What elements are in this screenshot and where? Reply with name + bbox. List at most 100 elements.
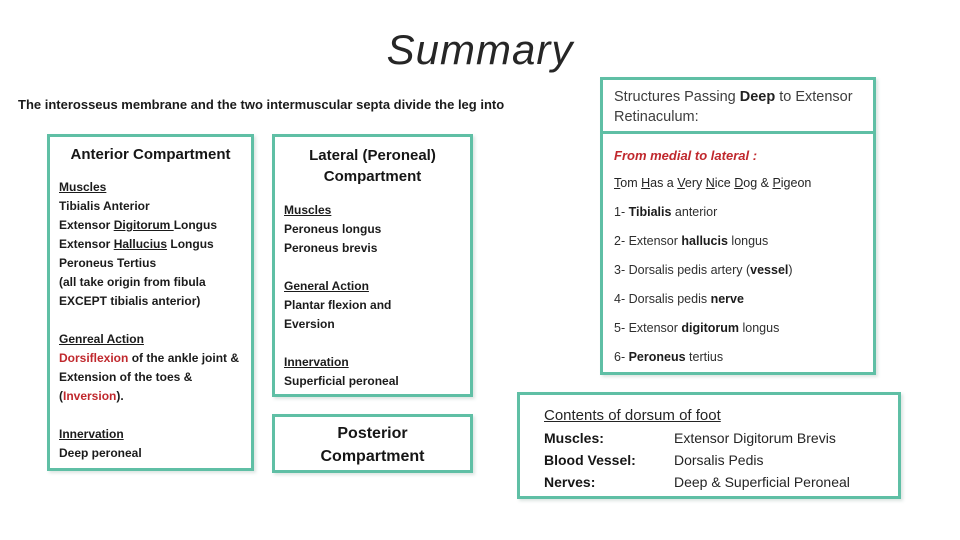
- dorsiflexion-term: Dorsiflexion: [59, 351, 129, 365]
- mnemonic-seg: H: [641, 176, 651, 190]
- anterior-compartment-box: Anterior Compartment Muscles Tibialis An…: [47, 134, 254, 471]
- anterior-muscle-tibialis: Tibialis Anterior: [59, 199, 150, 213]
- item-post: longus: [727, 234, 769, 248]
- mnemonic-seg: as a: [650, 176, 678, 190]
- dorsum-title: Contents of dorsum of foot: [544, 405, 874, 427]
- muscles-heading-label: Muscles: [59, 180, 107, 194]
- item-bold: nerve: [710, 292, 744, 306]
- posterior-title-line1: Posterior: [337, 425, 408, 442]
- row-value: Dorsalis Pedis: [674, 452, 764, 468]
- anterior-innervation-value: Deep peroneal: [59, 446, 142, 460]
- page-title: Summary: [386, 26, 574, 73]
- row-label: Nerves:: [544, 474, 596, 490]
- mnemonic-seg: igeon: [780, 176, 812, 190]
- item-bold: vessel: [750, 263, 789, 277]
- spacer: [284, 258, 461, 277]
- list-item-4: 4- Dorsalis pedis nerve: [614, 285, 862, 314]
- anterior-muscle-edl: Extensor Digitorum Longus: [59, 216, 242, 235]
- posterior-compartment-box: Posterior Compartment: [272, 414, 473, 473]
- list-item-5: 5- Extensor digitorum longus: [614, 314, 862, 343]
- mnemonic-seg: P: [772, 176, 781, 190]
- item-bold: Peroneus: [628, 350, 686, 364]
- retinaculum-header: Structures Passing Deep to Extensor Reti…: [603, 80, 873, 134]
- anterior-innervation-heading: Innervation: [59, 425, 242, 444]
- innervation-heading-label: Innervation: [59, 427, 124, 441]
- posterior-title-line2: Compartment: [320, 448, 425, 465]
- anterior-muscles-heading: Muscles: [59, 178, 242, 197]
- action-heading-label: Genreal Action: [59, 332, 144, 346]
- row-label: Blood Vessel:: [544, 452, 636, 468]
- retinaculum-body: From medial to lateral : Tom Has a Very …: [603, 134, 873, 372]
- ehl-post: Longus: [167, 237, 214, 251]
- list-item-2: 2- Extensor hallucis longus: [614, 227, 862, 256]
- lateral-title-line1: Lateral (Peroneal): [309, 147, 436, 164]
- row-label: Muscles:: [544, 430, 604, 446]
- mnemonic-seg: ery: [684, 176, 706, 190]
- retinaculum-box: Structures Passing Deep to Extensor Reti…: [600, 77, 876, 375]
- item-post: tertius: [685, 350, 724, 364]
- spacer: [284, 334, 461, 353]
- list-item-6: 6- Peroneus tertius: [614, 343, 862, 372]
- posterior-compartment-title: Posterior Compartment: [279, 422, 466, 468]
- item-bold: Tibialis: [628, 205, 672, 219]
- anterior-note-line2: EXCEPT tibialis anterior): [59, 294, 201, 308]
- item-pre: 1-: [614, 205, 629, 219]
- inversion-term: Inversion: [63, 389, 117, 403]
- spacer: [59, 311, 242, 330]
- mnemonic-seg: om: [620, 176, 642, 190]
- anterior-compartment-title: Anterior Compartment: [70, 146, 231, 163]
- lateral-action-heading: General Action: [284, 277, 461, 296]
- mnemonic-seg: ice: [714, 176, 735, 190]
- medial-to-lateral-label: From medial to lateral :: [614, 148, 758, 163]
- item-bold: hallucis: [681, 234, 728, 248]
- ehl-underlined: Hallucius: [113, 237, 168, 251]
- lateral-action-line2: Eversion: [284, 317, 335, 331]
- dorsum-title-label: Contents of dorsum of foot: [544, 407, 721, 424]
- action-end-text: ).: [116, 389, 124, 403]
- lateral-action-line1: Plantar flexion and: [284, 298, 392, 312]
- row-value: Extensor Digitorum Brevis: [674, 430, 836, 446]
- dorsum-row-nerves: Nerves:Deep & Superficial Peroneal: [544, 471, 874, 493]
- lateral-muscle-longus: Peroneus longus: [284, 222, 382, 236]
- item-pre: 6-: [614, 350, 629, 364]
- lateral-muscle-brevis: Peroneus brevis: [284, 241, 378, 255]
- ehl-pre: Extensor: [59, 237, 114, 251]
- innervation-heading-label: Innervation: [284, 355, 349, 369]
- mnemonic-seg: N: [705, 176, 715, 190]
- mnemonic-seg: D: [734, 176, 744, 190]
- anterior-muscle-ehl: Extensor Hallucius Longus: [59, 235, 242, 254]
- edl-underlined: Digitorum: [113, 218, 174, 232]
- dorsum-row-muscles: Muscles: Extensor Digitorum Brevis: [544, 427, 874, 449]
- lateral-innervation-heading: Innervation: [284, 353, 461, 372]
- ret-header-post: to Extensor Retinaculum:: [614, 89, 853, 125]
- anterior-note-line1: (all take origin from fibula: [59, 275, 206, 289]
- lateral-title-line2: Compartment: [323, 168, 422, 185]
- list-item-1: 1- Tibialis anterior: [614, 198, 862, 227]
- item-pre: 3- Dorsalis pedis artery (: [614, 263, 751, 277]
- dorsum-of-foot-box: Contents of dorsum of foot Muscles: Exten…: [517, 392, 901, 499]
- mnemonic-seg: V: [677, 176, 685, 190]
- action-heading-label: General Action: [284, 279, 369, 293]
- dorsum-row-blood-vessel: Blood Vessel: Dorsalis Pedis: [544, 449, 874, 471]
- item-pre: 2- Extensor: [614, 234, 682, 248]
- lateral-innervation-value: Superficial peroneal: [284, 374, 399, 388]
- lateral-compartment-box: Lateral (Peroneal) Compartment Muscles P…: [272, 134, 473, 397]
- mnemonic-seg: T: [614, 176, 621, 190]
- item-post: ): [788, 263, 793, 277]
- item-pre: 5- Extensor: [614, 321, 682, 335]
- action-middle-text: of the ankle joint & Extension of the to…: [59, 351, 240, 403]
- mnemonic-line: Tom Has a Very Nice Dog & Pigeon: [614, 169, 862, 198]
- anterior-action-text: Dorsiflexion of the ankle joint & Extens…: [59, 349, 251, 406]
- list-item-3: 3- Dorsalis pedis artery (vessel): [614, 256, 862, 285]
- lateral-compartment-body: Muscles Peroneus longus Peroneus brevis …: [284, 201, 461, 391]
- anterior-action-heading: Genreal Action: [59, 330, 242, 349]
- spacer: [59, 406, 242, 425]
- lateral-muscles-heading: Muscles: [284, 201, 461, 220]
- edl-post: Longus: [173, 218, 218, 232]
- ret-header-deep: Deep: [739, 89, 776, 105]
- edl-pre: Extensor: [59, 218, 114, 232]
- item-post: longus: [739, 321, 780, 335]
- anterior-compartment-body: Muscles Tibialis Anterior Extensor Digit…: [59, 178, 242, 463]
- anterior-muscle-peroneus-tertius: Peroneus Tertius: [59, 256, 157, 270]
